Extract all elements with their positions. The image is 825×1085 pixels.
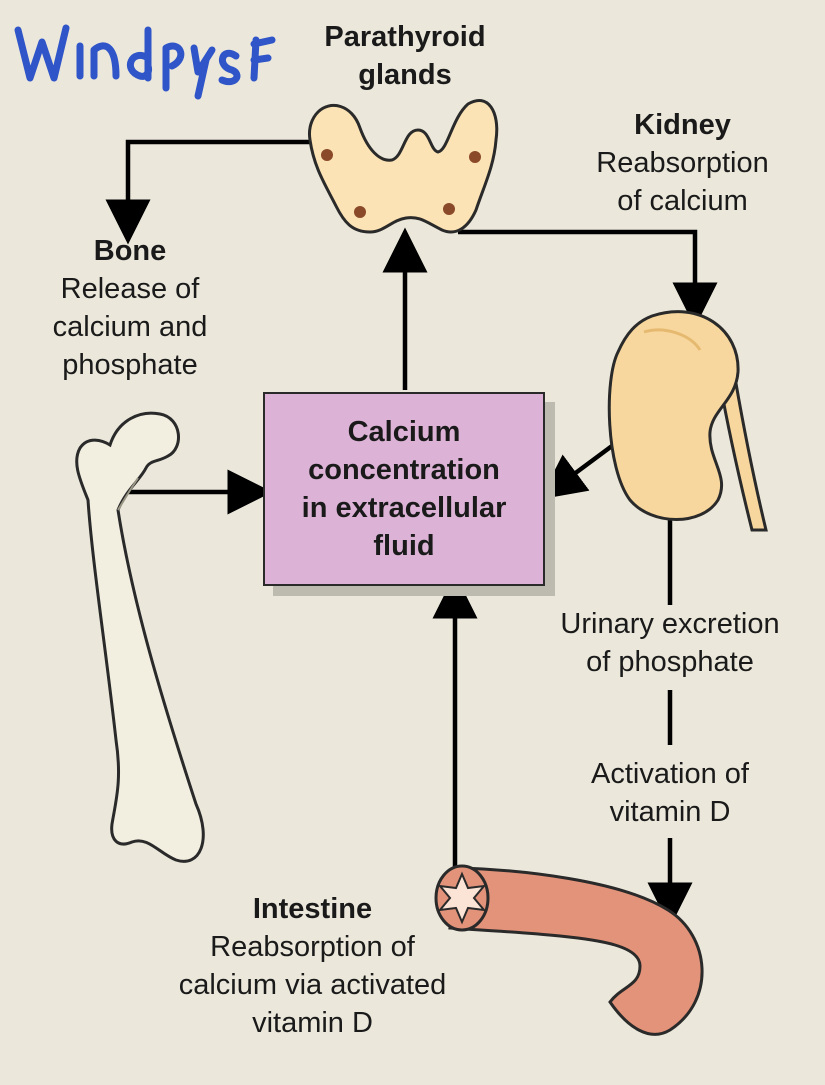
bone-title: Bone bbox=[93, 235, 167, 267]
kidney-label: Kidney Reabsorption of calcium bbox=[580, 106, 785, 220]
intestine-line2: calcium via activated bbox=[178, 969, 447, 1001]
vitamin-line2: vitamin D bbox=[609, 796, 731, 828]
vitamin-d-label: Activation of vitamin D bbox=[555, 755, 785, 831]
bone-line3: phosphate bbox=[62, 349, 198, 381]
kidney-line2: of calcium bbox=[617, 185, 748, 217]
center-line1: Calcium bbox=[347, 416, 461, 448]
intestine-illustration bbox=[434, 864, 704, 1036]
urinary-label: Urinary excretion of phosphate bbox=[520, 605, 820, 681]
kidney-illustration bbox=[607, 310, 768, 532]
arrow-to-kidney bbox=[458, 229, 718, 328]
arrows bbox=[105, 139, 718, 928]
intestine-line1: Reabsorption of bbox=[210, 931, 415, 963]
intestine-line3: vitamin D bbox=[252, 1007, 373, 1039]
signature-scribble bbox=[14, 24, 276, 100]
intestine-label: Intestine Reabsorption of calcium via ac… bbox=[150, 890, 475, 1042]
parathyroid-title-line2: glands bbox=[358, 59, 452, 91]
calcium-concentration-box: Calcium concentration in extracellular f… bbox=[263, 392, 545, 586]
arrow-kidney-to-center bbox=[539, 438, 622, 500]
bone-label: Bone Release of calcium and phosphate bbox=[30, 232, 230, 384]
bone-line1: Release of bbox=[60, 273, 200, 305]
parathyroid-label: Parathyroid glands bbox=[300, 18, 510, 94]
parathyroid-glands-illustration bbox=[308, 98, 499, 234]
kidney-line1: Reabsorption bbox=[596, 147, 769, 179]
center-line2: concentration bbox=[308, 454, 500, 486]
arrow-to-bone bbox=[105, 139, 318, 245]
vitamin-line1: Activation of bbox=[591, 758, 749, 790]
intestine-title: Intestine bbox=[252, 893, 373, 925]
parathyroid-title-line1: Parathyroid bbox=[324, 21, 486, 53]
bone-line2: calcium and bbox=[52, 311, 208, 343]
urinary-line2: of phosphate bbox=[586, 646, 754, 678]
urinary-line1: Urinary excretion bbox=[560, 608, 780, 640]
center-line3: in extracellular bbox=[301, 492, 507, 524]
center-line4: fluid bbox=[373, 530, 435, 562]
kidney-title: Kidney bbox=[634, 109, 731, 141]
bone-illustration bbox=[75, 411, 205, 863]
